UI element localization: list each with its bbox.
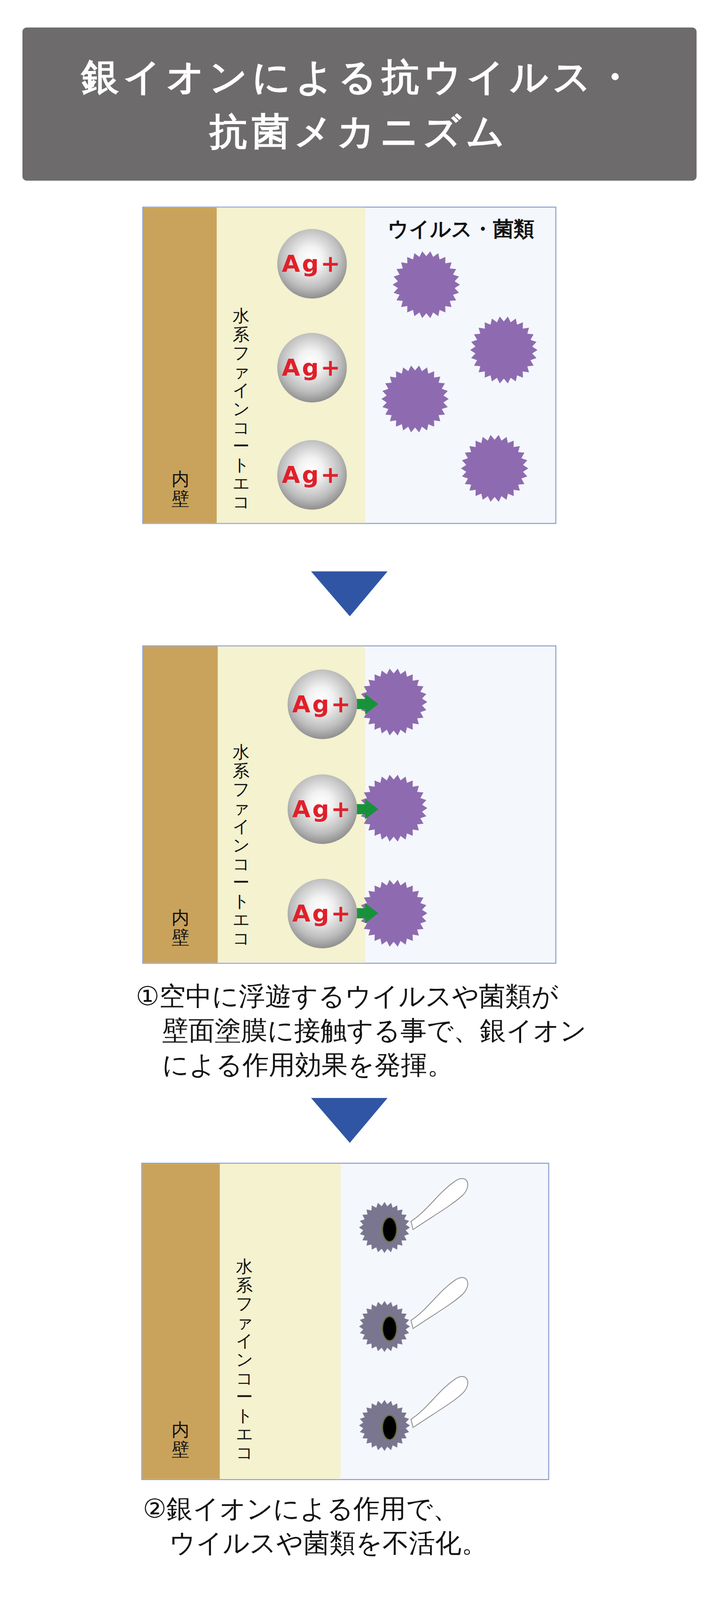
dissolving-fragment	[411, 1375, 469, 1427]
coating-band: 水系ファインコートエコ Ag+ Ag+ Ag+	[216, 207, 366, 524]
inner-wall-band: 内壁	[141, 1162, 220, 1479]
inactive-virus	[359, 1300, 411, 1352]
coating-name: 水系ファインコートエコ	[232, 742, 250, 948]
coating-band: 水系ファインコートエコ	[219, 1162, 341, 1479]
coating-name: 水系ファインコートエコ	[235, 1256, 253, 1462]
dissolving-fragment	[411, 1276, 469, 1328]
wall-label: 内壁	[171, 1419, 190, 1460]
virus	[381, 365, 449, 432]
wall-band	[143, 207, 217, 524]
silver-ion-circle: Ag+	[277, 332, 347, 403]
wall-label: 内壁	[171, 907, 190, 948]
panel-ground	[142, 207, 556, 524]
virus	[469, 316, 538, 383]
group-heading: ウイルス・菌類	[387, 215, 562, 243]
wall-band	[142, 1163, 220, 1479]
inactive-virus	[359, 1399, 411, 1451]
step-caption: ①空中に浮遊するウイルスや菌類が 壁面塗膜に接触する事で、銀イオン による作用効…	[135, 978, 713, 1082]
wall-label: 内壁	[171, 469, 190, 509]
virus-hole	[382, 1315, 397, 1341]
inner-wall-band: 内壁	[142, 645, 218, 963]
silver-ion-circle: Ag+	[277, 228, 347, 299]
ion-label: Ag+	[281, 353, 343, 382]
silver-ion-circle: Ag+	[287, 773, 358, 844]
step-caption: ②銀イオンによる作用で、 ウイルスや菌類を不活化。	[142, 1491, 719, 1560]
ion-label: Ag+	[281, 461, 343, 489]
inner-wall-band: 内壁	[142, 207, 217, 524]
silver-ion-circle: Ag+	[287, 669, 358, 739]
silver-ion-circle: Ag+	[287, 878, 358, 948]
virus	[392, 250, 461, 318]
ion-label: Ag+	[292, 795, 353, 823]
coating-band	[219, 1163, 341, 1479]
panel-ground	[141, 1162, 549, 1479]
down-arrow	[311, 570, 388, 616]
coating-name: 水系ファインコートエコ	[232, 306, 250, 512]
ion-label: Ag+	[292, 690, 353, 718]
ion-label: Ag+	[292, 899, 353, 927]
wall-band	[143, 646, 218, 963]
dissolving-fragment	[411, 1178, 469, 1229]
down-arrow	[311, 1097, 388, 1142]
panel-ground	[142, 645, 556, 963]
silver-ion-circle: Ag+	[277, 439, 347, 510]
inactive-virus	[359, 1201, 411, 1253]
coating-band	[216, 207, 366, 524]
title-bar	[22, 27, 697, 181]
title-text: 銀イオンによる抗ウイルス・ 抗菌メカニズム	[22, 27, 697, 181]
virus-hole	[382, 1216, 397, 1242]
ion-label: Ag+	[281, 250, 343, 278]
virus	[461, 434, 529, 502]
coating-band: 水系ファインコートエコ Ag+ Ag+ Ag+	[217, 645, 366, 963]
coating-band	[217, 646, 366, 963]
virus-hole	[382, 1414, 397, 1439]
